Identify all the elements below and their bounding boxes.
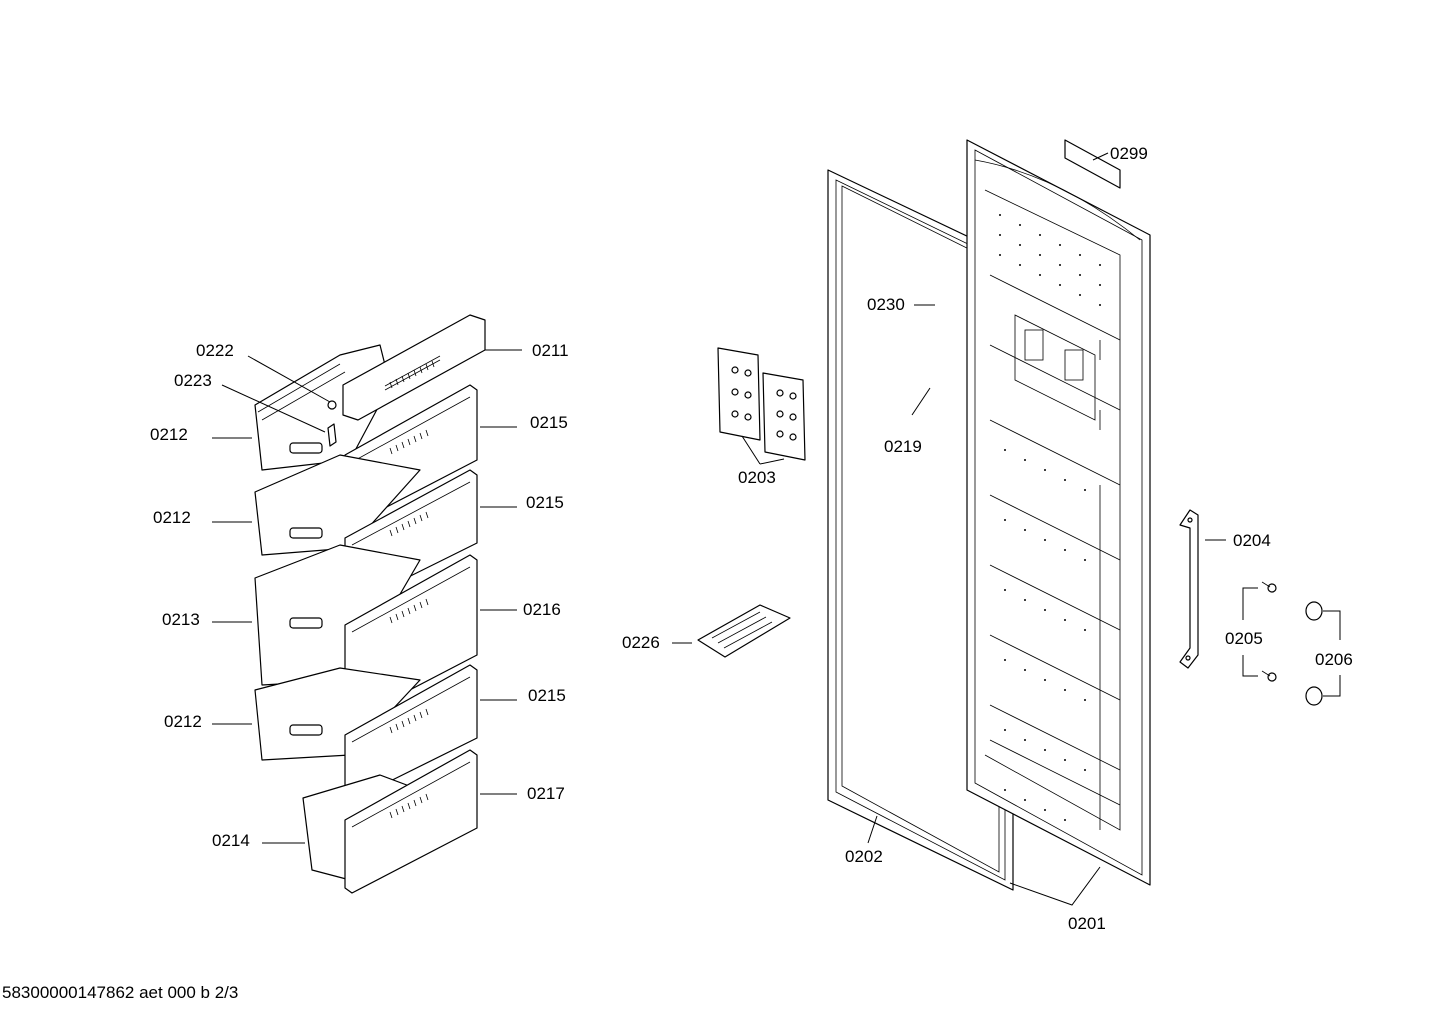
label-0211: 0211 xyxy=(532,341,569,360)
label-0222: 0222 xyxy=(196,341,234,360)
label-0230: 0230 xyxy=(867,295,905,314)
label-0212-first: 0212 xyxy=(150,425,188,444)
drawer-stack xyxy=(254,314,486,894)
label-0214: 0214 xyxy=(212,831,250,850)
label-0212-third: 0212 xyxy=(164,712,202,731)
label-0219: 0219 xyxy=(884,437,922,456)
label-0216: 0216 xyxy=(523,600,561,619)
label-0299: 0299 xyxy=(1110,144,1148,163)
drawer-basket-3 xyxy=(254,664,478,801)
label-0203: 0203 xyxy=(738,468,776,487)
label-0205: 0205 xyxy=(1225,629,1263,648)
leader-lines xyxy=(212,152,1341,906)
screws-0205 xyxy=(1261,581,1277,682)
drawer-basket-bottom xyxy=(302,749,478,894)
label-0217: 0217 xyxy=(527,784,565,803)
door-liner xyxy=(966,139,1151,886)
label-0226: 0226 xyxy=(622,633,660,652)
ice-cube-tray xyxy=(697,604,791,658)
cold-packs xyxy=(717,347,806,461)
label-0215-first: 0215 xyxy=(530,413,568,432)
clip-0222 xyxy=(327,400,337,410)
label-0215-third: 0215 xyxy=(528,686,566,705)
label-0215-second: 0215 xyxy=(526,493,564,512)
clip-0223 xyxy=(327,423,337,447)
label-0213: 0213 xyxy=(162,610,200,629)
label-0206: 0206 xyxy=(1315,650,1353,669)
rating-plate xyxy=(1064,139,1121,189)
label-0223: 0223 xyxy=(174,371,212,390)
document-id: 58300000147862 aet 000 b 2/3 xyxy=(2,983,238,1002)
label-0202: 0202 xyxy=(845,847,883,866)
label-0201: 0201 xyxy=(1068,914,1106,933)
label-0212-second: 0212 xyxy=(153,508,191,527)
external-handle xyxy=(1179,509,1199,669)
label-0204: 0204 xyxy=(1233,531,1271,550)
caps-0206 xyxy=(1305,601,1323,706)
